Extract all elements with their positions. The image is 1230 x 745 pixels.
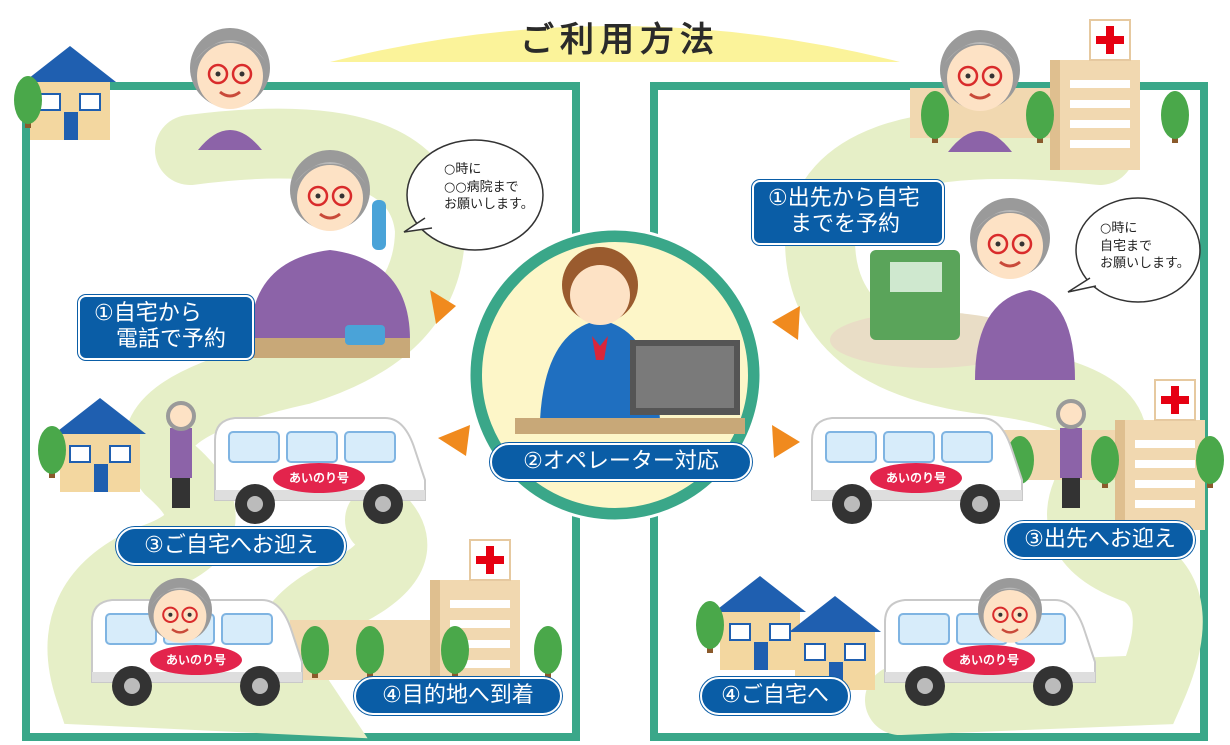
grandmother-portrait xyxy=(938,28,1022,152)
waving-elder-icon xyxy=(166,401,196,508)
arrow-icon xyxy=(772,306,800,340)
operator-illustration xyxy=(515,247,745,434)
svg-text:あいのり号: あいのり号 xyxy=(959,652,1019,667)
svg-text:あいのり号: あいのり号 xyxy=(289,470,349,485)
step-label-left-4: ④目的地へ到着 xyxy=(354,677,562,716)
step-label-left-1: ①自宅から 電話で予約 xyxy=(78,295,254,360)
grandmother-portrait xyxy=(188,26,272,150)
title-band xyxy=(330,26,900,62)
step-label-left-3: ③ご自宅へお迎え xyxy=(116,527,346,566)
speech-bubble-right xyxy=(1075,197,1201,303)
step-label-center-2: ②オペレーター対応 xyxy=(490,443,752,482)
step-label-right-3: ③出先へお迎え xyxy=(1005,521,1195,560)
arrow-icon xyxy=(438,425,470,456)
van-icon: あいのり号 xyxy=(214,417,426,525)
step-label-right-4: ④ご自宅へ xyxy=(700,677,850,716)
arrow-icon xyxy=(430,290,456,324)
elder-on-phone-illustration xyxy=(968,196,1075,380)
speech-bubble-left xyxy=(406,139,544,251)
page-title: ご利用方法 xyxy=(520,20,720,60)
arrow-icon xyxy=(772,425,800,458)
svg-text:あいのり号: あいのり号 xyxy=(166,652,226,667)
van-icon: あいのり号 xyxy=(811,417,1023,525)
van-icon: あいのり号 xyxy=(91,599,303,707)
bubble-text-right: ○時に 自宅まで お願いします。 xyxy=(1100,221,1190,272)
elder-on-phone-illustration xyxy=(250,148,410,358)
bubble-text-left: ○時に ○○病院まで お願いします。 xyxy=(444,162,534,213)
svg-text:あいのり号: あいのり号 xyxy=(886,470,946,485)
step-label-right-1: ①出先から自宅 までを予約 xyxy=(752,180,944,245)
van-icon: あいのり号 xyxy=(884,599,1096,707)
waving-elder-icon xyxy=(1056,399,1086,508)
